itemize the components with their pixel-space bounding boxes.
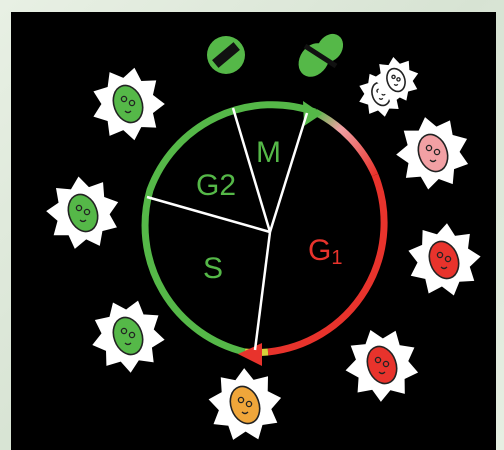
divider-m-left: [233, 108, 270, 232]
cell-cells: [47, 58, 480, 439]
phase-g2-label: G2: [196, 169, 236, 202]
cell-g1-late: [209, 369, 280, 439]
divider-g2-s: [147, 197, 270, 232]
cell-s: [93, 301, 164, 372]
cell-g1-3: [409, 224, 480, 295]
divider-m-right: [270, 113, 307, 232]
mitosis-cell-2: [292, 29, 348, 83]
phase-dividers: [147, 108, 307, 350]
red-arrowhead: [238, 343, 262, 366]
phase-g1-letter: G: [308, 234, 331, 267]
cell-g1-4: [346, 331, 417, 401]
phase-g1-label: G1: [308, 234, 342, 269]
phase-m-label: M: [256, 136, 281, 169]
green-arc: [145, 105, 315, 352]
divider-s-g1: [255, 232, 270, 350]
mitosis-cell-1: [207, 36, 245, 74]
cell-g2-top: [94, 69, 164, 140]
phase-g1-subscript: 1: [331, 247, 342, 269]
cell-g2-left: [47, 177, 117, 248]
cell-g1-2: [397, 118, 467, 189]
phase-s-label: S: [203, 252, 223, 285]
transition-arc: [315, 112, 375, 175]
